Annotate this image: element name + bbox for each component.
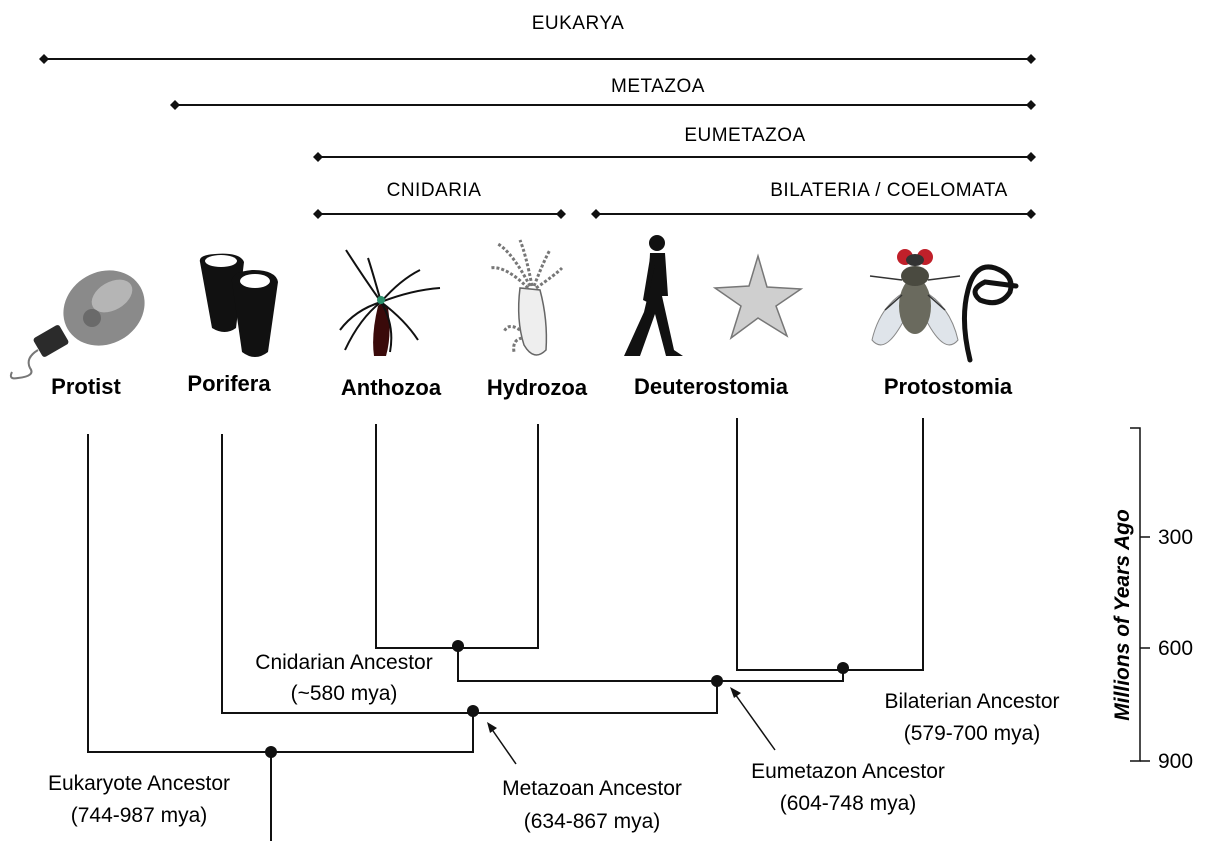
branch-bilaterian-stem: [717, 670, 843, 681]
clade-label-cnidaria: CNIDARIA: [387, 180, 482, 201]
eukaryote-ancestor-age: (744-987 mya): [71, 804, 208, 827]
time-tick-300: 300: [1158, 526, 1193, 549]
node-eukaryote-ancestor: [265, 746, 277, 758]
taxon-label-hydrozoa: Hydrozoa: [487, 375, 588, 400]
branch-cnidarian-stem: [458, 648, 717, 681]
cnidarian-ancestor-name: Cnidarian Ancestor: [255, 651, 432, 674]
node-cnidarian-ancestor: [452, 640, 464, 652]
branch-metazoa: [271, 713, 473, 752]
taxon-label-porifera: Porifera: [187, 371, 271, 396]
fly-icon: [870, 249, 960, 345]
time-tick-600: 600: [1158, 637, 1193, 660]
metazoan-ancestor-name: Metazoan Ancestor: [502, 777, 682, 800]
time-tick-900: 900: [1158, 750, 1193, 773]
arrow-eumetazoan: [730, 687, 775, 750]
hydra-icon: [490, 240, 562, 355]
clade-bar-cnidaria: CNIDARIA: [313, 180, 566, 219]
fly-and-worm-icon: [870, 249, 1016, 360]
node-eumetazoan-ancestor: [711, 675, 723, 687]
eukaryote-ancestor-name: Eukaryote Ancestor: [48, 772, 230, 795]
branch-protist: [88, 434, 271, 752]
node-metazoan-ancestor: [467, 705, 479, 717]
bilaterian-ancestor-name: Bilaterian Ancestor: [884, 690, 1059, 713]
metazoan-ancestor-age: (634-867 mya): [524, 810, 661, 833]
time-axis-title: Millions of Years Ago: [1111, 509, 1134, 721]
clade-label-bilateria: BILATERIA / COELOMATA: [770, 180, 1008, 201]
taxon-label-protostomia: Protostomia: [884, 374, 1013, 399]
bilaterian-ancestor-age: (579-700 mya): [904, 722, 1041, 745]
branch-bilateria: [737, 418, 923, 670]
eumetazoan-ancestor-age: (604-748 mya): [780, 792, 917, 815]
clade-bar-eumetazoa: EUMETAZOA: [313, 125, 1036, 162]
clade-label-metazoa: METAZOA: [611, 76, 705, 97]
clade-bar-bilateria: BILATERIA / COELOMATA: [591, 180, 1036, 219]
sea-anemone-icon: [340, 250, 440, 356]
branch-eumetazoa: [473, 681, 717, 713]
sponge-icon: [200, 254, 278, 357]
cnidarian-ancestor-age: (~580 mya): [291, 682, 398, 705]
eumetazoan-ancestor-name: Eumetazon Ancestor: [751, 760, 945, 783]
branch-cnidaria: [376, 424, 538, 648]
taxon-label-anthozoa: Anthozoa: [341, 375, 442, 400]
protist-icon: [11, 256, 159, 379]
clade-bar-metazoa: METAZOA: [170, 76, 1036, 110]
arrow-metazoan: [487, 722, 516, 764]
node-bilaterian-ancestor: [837, 662, 849, 674]
clade-label-eukarya: EUKARYA: [532, 13, 625, 34]
human-and-starfish-icon: [624, 235, 801, 356]
worm-icon: [964, 267, 1016, 360]
time-axis: Millions of Years Ago 300 600 900: [1111, 428, 1193, 773]
clade-label-eumetazoa: EUMETAZOA: [684, 125, 805, 146]
clade-bar-eukarya: EUKARYA: [39, 13, 1036, 64]
taxon-label-deuterostomia: Deuterostomia: [634, 374, 789, 399]
taxon-label-protist: Protist: [51, 374, 121, 399]
